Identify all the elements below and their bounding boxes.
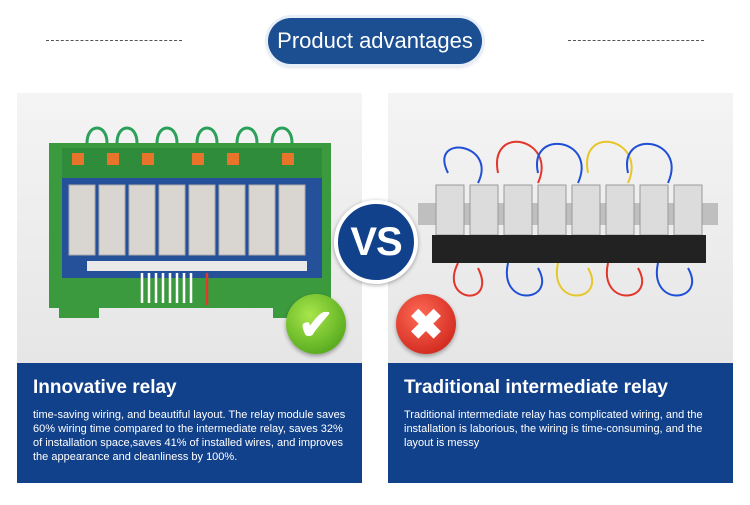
cross-icon: ✖ [396, 294, 456, 354]
traditional-relay-panel: Traditional intermediate relay Tradition… [388, 93, 733, 483]
check-icon: ✔ [286, 294, 346, 354]
innovative-relay-panel: Innovative relay time-saving wiring, and… [17, 93, 362, 483]
divider-right [568, 40, 704, 41]
traditional-relay-textbox: Traditional intermediate relay Tradition… [388, 363, 733, 483]
innovative-relay-description: time-saving wiring, and beautiful layout… [33, 409, 346, 463]
traditional-relay-heading: Traditional intermediate relay [404, 377, 668, 398]
divider-left [46, 40, 182, 41]
innovative-relay-heading: Innovative relay [33, 377, 177, 398]
traditional-relay-description: Traditional intermediate relay has compl… [404, 409, 703, 449]
innovative-relay-textbox: Innovative relay time-saving wiring, and… [17, 363, 362, 483]
relay-module-photo [17, 93, 362, 363]
vs-badge: VS [334, 200, 418, 284]
traditional-relay-photo [388, 93, 733, 363]
page-title: Product advantages [268, 18, 482, 64]
